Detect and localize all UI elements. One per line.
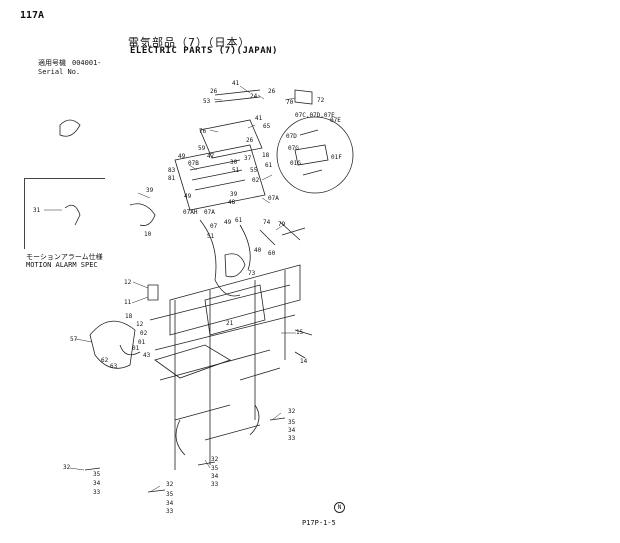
callout: 34 bbox=[288, 427, 296, 434]
callout: 07G bbox=[288, 145, 299, 152]
callout: 57 bbox=[70, 336, 78, 343]
page-number: 117A bbox=[20, 10, 45, 21]
callout: 01F bbox=[331, 154, 342, 161]
callout: 33 bbox=[166, 508, 174, 515]
callout: 62 bbox=[101, 357, 109, 364]
callout: 37 bbox=[244, 155, 252, 162]
serial-info: 適用号機 004001- Serial No. bbox=[38, 59, 102, 77]
callout: 33 bbox=[288, 435, 296, 442]
callout: 30 bbox=[230, 159, 238, 166]
leader-lines bbox=[44, 85, 296, 493]
frame-lines bbox=[59, 89, 354, 493]
callout: 51 bbox=[207, 233, 215, 240]
callout: 49 bbox=[178, 153, 186, 160]
control-box bbox=[89, 320, 136, 369]
callout: 12 bbox=[136, 321, 144, 328]
callout: 32 bbox=[166, 481, 174, 488]
callout: 40 bbox=[254, 247, 262, 254]
callout: 34 bbox=[166, 500, 174, 507]
callout: 65 bbox=[263, 123, 271, 130]
callout: 07 bbox=[210, 223, 218, 230]
callout: 41 bbox=[255, 115, 263, 122]
callout: 34 bbox=[211, 473, 219, 480]
callout: 61 bbox=[265, 162, 273, 169]
serial-value: 004001- bbox=[72, 59, 102, 67]
callout: 73 bbox=[248, 270, 256, 277]
callout: 07B bbox=[188, 160, 199, 167]
callout: 24 bbox=[250, 93, 258, 100]
callout: 32 bbox=[288, 408, 296, 415]
callout: 33 bbox=[93, 489, 101, 496]
callout: 15 bbox=[296, 329, 304, 336]
callout: 01 bbox=[138, 339, 146, 346]
callout: 39 bbox=[146, 187, 154, 194]
callout: 07C,07D,07E bbox=[295, 112, 335, 119]
serial-label-en: Serial No. bbox=[38, 68, 81, 76]
callout: 07AH bbox=[183, 209, 198, 216]
revision-mark: N bbox=[334, 502, 345, 513]
callout: 47 bbox=[207, 153, 215, 160]
callout: 41 bbox=[232, 80, 240, 87]
callout: 55 bbox=[250, 167, 258, 174]
callout: 35 bbox=[166, 491, 174, 498]
controller-unit bbox=[199, 119, 263, 159]
callout: 70 bbox=[286, 99, 294, 106]
detail-circle bbox=[276, 116, 354, 194]
callout: 48 bbox=[228, 199, 236, 206]
callout: 79 bbox=[278, 221, 286, 228]
callout: 34 bbox=[93, 480, 101, 487]
callout: 10 bbox=[144, 231, 152, 238]
callout: 35 bbox=[211, 465, 219, 472]
callout-labels: 26 41 53 24 26 70 72 76 65 41 59 26 30 3… bbox=[33, 80, 342, 515]
sheet-code: P17P-1-5 bbox=[302, 519, 336, 527]
callout: 49 bbox=[184, 193, 192, 200]
callout: 35 bbox=[288, 419, 296, 426]
callout: 72 bbox=[317, 97, 325, 104]
relay-panel bbox=[174, 144, 266, 211]
callout: 53 bbox=[203, 98, 211, 105]
callout: 39 bbox=[230, 191, 238, 198]
callout: 02 bbox=[252, 177, 260, 184]
callout: 63 bbox=[110, 363, 118, 370]
callout: 32 bbox=[63, 464, 71, 471]
inset-frame bbox=[24, 178, 105, 249]
callout: 02 bbox=[140, 330, 148, 337]
callout: 12 bbox=[124, 279, 132, 286]
callout: 59 bbox=[198, 145, 206, 152]
callout: 49 bbox=[224, 219, 232, 226]
callout: 60 bbox=[268, 250, 276, 257]
title-japanese: 電気部品（7）（日本） bbox=[128, 36, 251, 49]
callout: 31 bbox=[33, 207, 41, 214]
callout: 35 bbox=[93, 471, 101, 478]
callout: 26 bbox=[210, 88, 218, 95]
callout: 18 bbox=[262, 152, 270, 159]
callout: 61 bbox=[235, 217, 243, 224]
callout: 01G bbox=[290, 160, 301, 167]
callout: 83 bbox=[168, 167, 176, 174]
callout: 01 bbox=[132, 345, 140, 352]
callout: 07A bbox=[204, 209, 215, 216]
callout: 11 bbox=[124, 299, 132, 306]
serial-label-jp: 適用号機 bbox=[38, 59, 66, 67]
callout: 51 bbox=[232, 167, 240, 174]
inset-caption-jp: モーションアラーム仕様 bbox=[26, 253, 103, 261]
callout: 26 bbox=[268, 88, 276, 95]
callout: 74 bbox=[263, 219, 271, 226]
buzzer bbox=[294, 89, 313, 105]
callout: 21 bbox=[226, 320, 234, 327]
callout: 43 bbox=[143, 352, 151, 359]
callout: 26 bbox=[246, 137, 254, 144]
callout: 81 bbox=[168, 175, 176, 182]
callout: 33 bbox=[211, 481, 219, 488]
callout: 07E bbox=[330, 117, 341, 124]
title-english: ELECTRIC PARTS (7)(JAPAN) bbox=[130, 46, 278, 56]
callout: 76 bbox=[199, 128, 207, 135]
callout: 18 bbox=[125, 313, 133, 320]
inset-caption-en: MOTION ALARM SPEC bbox=[26, 261, 98, 269]
callout: 07A bbox=[268, 195, 279, 202]
callout: 14 bbox=[300, 358, 308, 365]
callout: 32 bbox=[211, 456, 219, 463]
callout: 07D bbox=[286, 133, 297, 140]
